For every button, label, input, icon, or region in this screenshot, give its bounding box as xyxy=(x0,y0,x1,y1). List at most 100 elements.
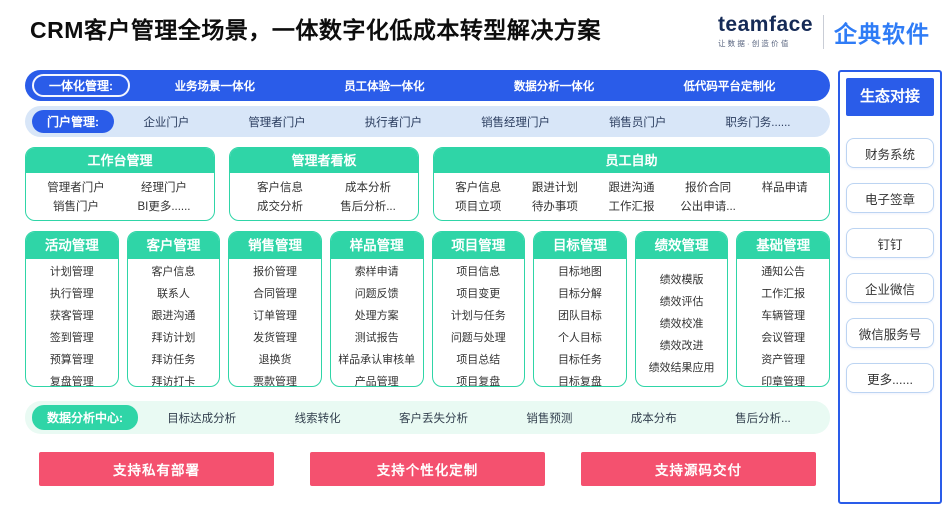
integration-bar-item: 低代码平台定制化 xyxy=(683,80,776,93)
header: CRM客户管理全场景，一体数字化低成本转型解决方案 teamface 让数据·创… xyxy=(0,0,946,70)
module-card: 项目管理 项目信息项目变更计划与任务问题与处理项目总结项目复盘 xyxy=(431,231,526,387)
module-item: 跟进沟通 xyxy=(151,310,196,322)
integration-bar-items: 业务场景一体化 员工体验一体化 数据分析一体化 低代码平台定制化 xyxy=(130,78,820,94)
module-item: 绩效改进 xyxy=(659,339,704,352)
panel-item: 工作汇报 xyxy=(608,201,655,214)
ecosystem-sidebar-items: 财务系统电子签章钉钉企业微信微信服务号更多...... xyxy=(846,138,934,393)
ecosystem-chip[interactable]: 微信服务号 xyxy=(846,318,934,348)
module-grid: 活动管理 计划管理执行管理获客管理签到管理预算管理复盘管理 客户管理 客户信息联… xyxy=(25,231,830,387)
main-column: 一体化管理: 业务场景一体化员工体验一体化数据分析一体化低代码平台定制化 门户管… xyxy=(25,70,830,486)
panel-workbench-items: 管理者门户 经理门户销售门户 BI更多...... xyxy=(26,173,214,220)
module-item: 发货管理 xyxy=(253,332,298,344)
module-title: 销售管理 xyxy=(229,232,321,259)
module-item-list: 通知公告工作汇报车辆管理会议管理资产管理印章管理 xyxy=(737,259,829,386)
panel-item: BI更多...... xyxy=(137,201,191,214)
portal-bar-item: 执行者门户 xyxy=(364,116,423,129)
panel-item: 跟进计划 xyxy=(531,181,578,194)
brand-name: teamface xyxy=(717,13,813,36)
module-item: 问题反馈 xyxy=(354,288,399,300)
portal-bar-items: 企业门户管理者门户执行者门户销售经理门户销售员门户职务门务...... xyxy=(114,114,820,130)
page-title: CRM客户管理全场景，一体数字化低成本转型解决方案 xyxy=(30,17,601,43)
integration-bar-item: 员工体验一体化 xyxy=(344,80,425,93)
panel-item: 管理者门户 xyxy=(47,181,105,194)
logo-divider xyxy=(823,14,824,49)
module-card: 销售管理 报价管理合同管理订单管理发货管理退换货票款管理 xyxy=(228,231,322,387)
panel-item: 销售门户 xyxy=(53,201,99,214)
brand-logo: teamface 让数据·创造价值 企典软件 xyxy=(718,14,930,49)
analytics-bar-item: 销售预测 xyxy=(526,412,573,425)
panel-dashboard-items: 客户信息成本分析成交分析售后分析... xyxy=(230,173,418,220)
module-title: 样品管理 xyxy=(330,232,423,259)
module-item-list: 索样申请问题反馈处理方案测试报告样品承认审核单产品管理 xyxy=(331,259,423,386)
module-item: 拜访打卡 xyxy=(151,376,196,387)
panel-item: 售后分析... xyxy=(340,201,396,214)
module-item: 签到管理 xyxy=(49,332,94,344)
integration-bar-label: 一体化管理: xyxy=(32,74,130,97)
ecosystem-sidebar: 生态对接 财务系统电子签章钉钉企业微信微信服务号更多...... xyxy=(838,70,942,504)
module-item: 个人目标 xyxy=(557,332,602,344)
module-item: 测试报告 xyxy=(354,332,399,344)
portal-bar-item: 管理者门户 xyxy=(248,116,306,129)
ecosystem-chip[interactable]: 钉钉 xyxy=(846,228,934,258)
module-item: 绩效评估 xyxy=(659,295,704,308)
module-item: 客户信息 xyxy=(151,266,196,278)
module-item: 样品承认审核单 xyxy=(338,354,416,366)
panel-item: 报价合同 xyxy=(685,181,732,194)
module-item: 项目信息 xyxy=(456,266,501,278)
ecosystem-chip[interactable]: 财务系统 xyxy=(846,138,934,168)
module-title: 目标管理 xyxy=(534,232,626,259)
module-item: 绩效结果应用 xyxy=(648,361,715,374)
module-item-list: 报价管理合同管理订单管理发货管理退换货票款管理 xyxy=(229,259,321,387)
module-card: 基础管理 通知公告工作汇报车辆管理会议管理资产管理印章管理 xyxy=(736,231,830,387)
module-title: 客户管理 xyxy=(127,232,220,259)
content-area: 一体化管理: 业务场景一体化员工体验一体化数据分析一体化低代码平台定制化 门户管… xyxy=(0,70,946,504)
module-item-list: 计划管理执行管理获客管理签到管理预算管理复盘管理 xyxy=(26,259,118,386)
module-item: 团队目标 xyxy=(557,310,602,322)
module-item: 计划管理 xyxy=(49,266,94,278)
panel-item: 客户信息 xyxy=(257,181,303,194)
panel-item: 跟进沟通 xyxy=(608,181,655,194)
cta-button[interactable]: 支持源码交付 xyxy=(581,452,816,486)
integration-bar-item: 数据分析一体化 xyxy=(513,80,595,93)
panel-self-service-title: 员工自助 xyxy=(434,148,829,173)
ecosystem-sidebar-title: 生态对接 xyxy=(846,78,934,116)
portal-bar-item: 企业门户 xyxy=(143,116,190,129)
panel-item: 客户信息 xyxy=(455,181,502,194)
module-item: 合同管理 xyxy=(253,288,298,300)
analytics-bar: 数据分析中心: 目标达成分析线索转化客户丢失分析销售预测成本分布售后分析... xyxy=(25,401,830,434)
module-item: 目标复盘 xyxy=(557,376,602,387)
panel-item: 项目立项 xyxy=(455,201,502,214)
cta-row: 支持私有部署 支持个性化定制 支持源码交付 xyxy=(25,452,830,486)
cta-button[interactable]: 支持个性化定制 xyxy=(310,452,545,486)
panel-item: 经理门户 xyxy=(141,181,187,194)
module-title: 基础管理 xyxy=(737,232,829,259)
integration-bar: 一体化管理: 业务场景一体化 员工体验一体化 数据分析一体化 低代码平台定制化 xyxy=(25,70,830,101)
module-item: 拜访任务 xyxy=(151,354,196,366)
cta-button[interactable]: 支持私有部署 xyxy=(39,452,274,486)
ecosystem-chip[interactable]: 电子签章 xyxy=(846,183,934,213)
analytics-bar-item: 售后分析... xyxy=(735,412,791,425)
module-item: 处理方案 xyxy=(354,310,399,322)
module-title: 项目管理 xyxy=(432,232,525,259)
analytics-bar-item: 成本分布 xyxy=(630,412,677,425)
ecosystem-chip[interactable]: 更多...... xyxy=(846,363,934,393)
ecosystem-chip[interactable]: 企业微信 xyxy=(846,273,934,303)
panel-item: 待办事项 xyxy=(531,201,578,214)
module-item: 票款管理 xyxy=(253,376,298,387)
analytics-bar-items: 目标达成分析线索转化客户丢失分析销售预测成本分布售后分析... xyxy=(138,410,820,426)
module-item: 车辆管理 xyxy=(761,310,806,322)
portal-bar-item: 职务门务...... xyxy=(725,116,791,129)
module-title: 活动管理 xyxy=(26,232,118,259)
analytics-bar-item: 目标达成分析 xyxy=(167,412,237,425)
module-card: 目标管理 目标地图目标分解团队目标个人目标目标任务目标复盘 xyxy=(533,231,627,387)
integration-bar-item: 业务场景一体化 xyxy=(174,80,256,93)
module-item: 拜访计划 xyxy=(151,332,196,344)
module-item: 目标分解 xyxy=(557,288,602,300)
module-item: 目标任务 xyxy=(557,354,602,366)
module-item: 联系人 xyxy=(156,288,190,300)
analytics-bar-label: 数据分析中心: xyxy=(32,405,138,430)
module-item: 预算管理 xyxy=(49,354,94,366)
